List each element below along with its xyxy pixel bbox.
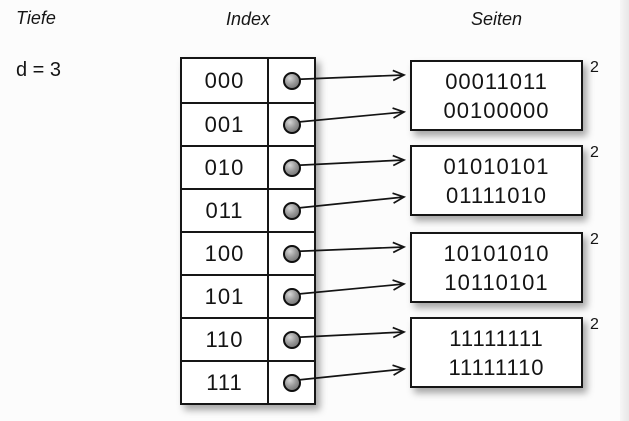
page-entry: 00011011 bbox=[445, 68, 548, 94]
pages-column-title: Seiten bbox=[470, 9, 523, 29]
index-bits: 110 bbox=[182, 319, 269, 360]
pointer-dot-icon bbox=[282, 244, 301, 263]
index-table-row: 100 bbox=[182, 231, 314, 274]
window-edge-strip bbox=[620, 0, 629, 421]
index-bits: 001 bbox=[182, 104, 269, 145]
page-box: 11111111 11111110 2 bbox=[410, 316, 599, 388]
index-pointer-cell bbox=[269, 319, 314, 360]
index-bits: 100 bbox=[182, 233, 269, 274]
pointer-dot-icon bbox=[282, 158, 301, 177]
pointer-dot-icon bbox=[282, 330, 301, 349]
page-entry: 10110101 bbox=[444, 269, 549, 295]
pointer-dot-icon bbox=[282, 201, 301, 220]
page-local-depth: 2 bbox=[590, 144, 599, 161]
page-entry: 00100000 bbox=[443, 97, 550, 123]
page-box: 10101010 10110101 2 bbox=[410, 231, 599, 303]
index-pointer-cell bbox=[269, 104, 314, 145]
index-bits: 010 bbox=[182, 147, 269, 188]
page-entry: 10101010 bbox=[443, 240, 550, 266]
index-table-row: 110 bbox=[182, 317, 314, 360]
index-table-row: 011 bbox=[182, 188, 314, 231]
index-bits: 111 bbox=[182, 362, 269, 403]
index-pointer-cell bbox=[269, 362, 314, 403]
index-table-row: 111 bbox=[182, 360, 314, 403]
page-entry: 11111110 bbox=[448, 354, 545, 380]
page-entry: 01111010 bbox=[446, 182, 547, 208]
index-column-title: Index bbox=[225, 9, 271, 29]
global-depth-value: d = 3 bbox=[16, 59, 62, 81]
page-entry: 01010101 bbox=[443, 153, 550, 179]
index-pointer-cell bbox=[269, 190, 314, 231]
index-table-row: 001 bbox=[182, 102, 314, 145]
page-local-depth: 2 bbox=[590, 316, 599, 333]
page-box: 00011011 00100000 2 bbox=[410, 59, 599, 131]
pointer-dot-icon bbox=[282, 287, 301, 306]
index-pointer-cell bbox=[269, 233, 314, 274]
depth-column-title: Tiefe bbox=[16, 8, 56, 28]
index-table-row: 000 bbox=[182, 59, 314, 102]
page-box: 01010101 01111010 2 bbox=[410, 144, 599, 216]
index-table-row: 101 bbox=[182, 274, 314, 317]
pointer-dot-icon bbox=[282, 115, 301, 134]
pointer-dot-icon bbox=[282, 71, 301, 90]
index-bits: 000 bbox=[182, 59, 269, 102]
index-table: 000 001 010 011 100 101 110 111 bbox=[180, 57, 316, 405]
page-entry: 11111111 bbox=[449, 325, 544, 351]
page-local-depth: 2 bbox=[590, 231, 599, 248]
index-bits: 011 bbox=[182, 190, 269, 231]
page-local-depth: 2 bbox=[590, 59, 599, 76]
pointer-dot-icon bbox=[282, 373, 301, 392]
index-bits: 101 bbox=[182, 276, 269, 317]
index-pointer-cell bbox=[269, 276, 314, 317]
index-table-row: 010 bbox=[182, 145, 314, 188]
index-pointer-cell bbox=[269, 59, 314, 102]
index-pointer-cell bbox=[269, 147, 314, 188]
